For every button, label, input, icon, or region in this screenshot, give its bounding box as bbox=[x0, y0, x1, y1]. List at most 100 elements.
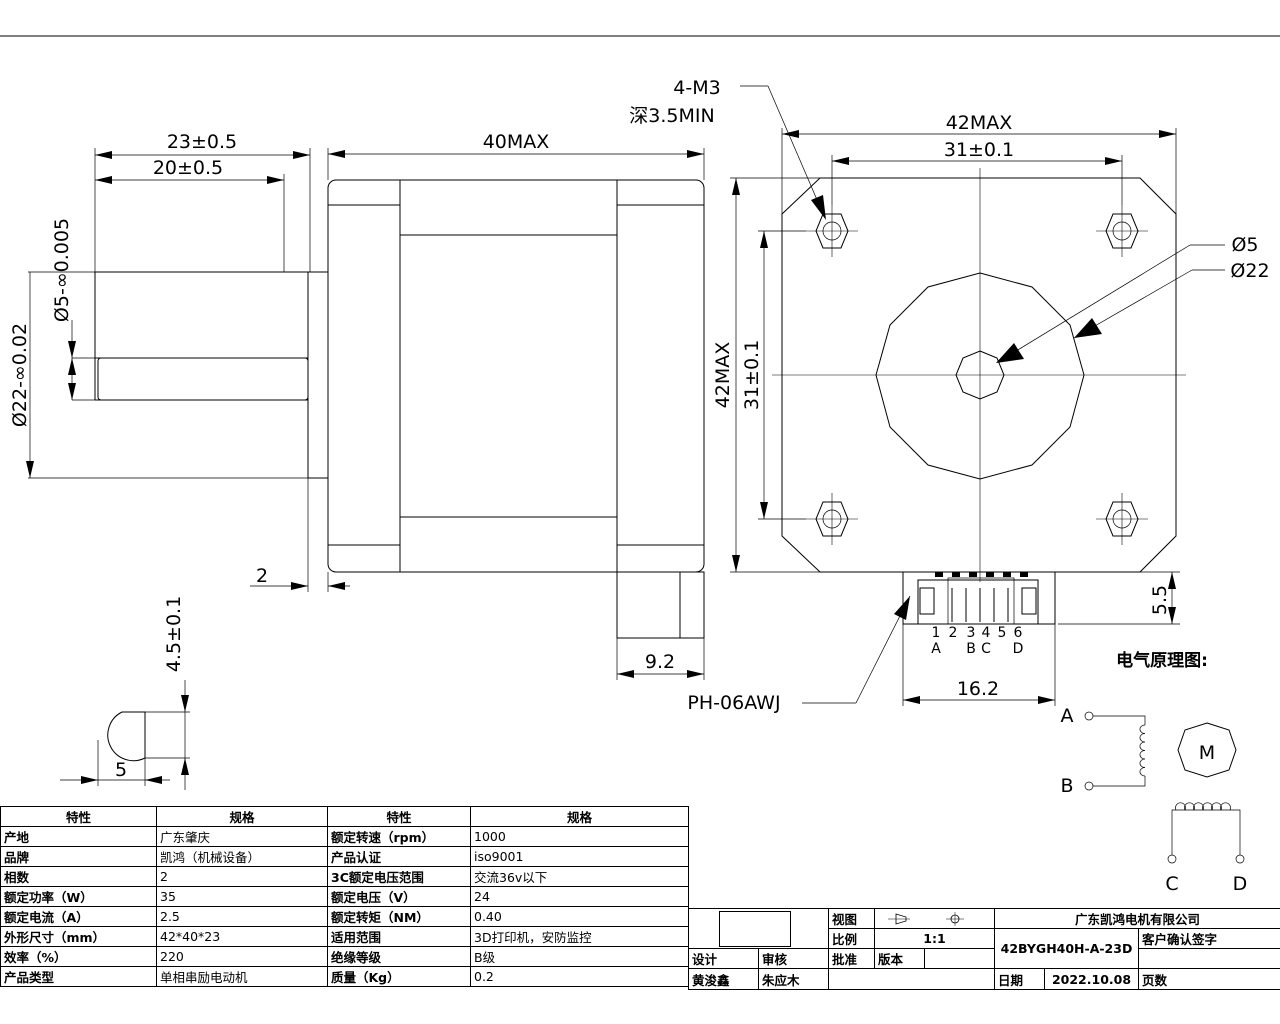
scale-label: 比例 bbox=[829, 929, 875, 949]
title-block: 视图 广东凯鸿电机有限公司 比例 1:1 42BYGH40H-A-23D 客户确… bbox=[688, 908, 1280, 990]
spec-key: 质量（Kg） bbox=[327, 966, 471, 987]
spec-key: 外形尺寸（mm） bbox=[0, 926, 157, 947]
dim-boss-height: 2 bbox=[256, 565, 268, 587]
spec-key: 额定转速（rpm） bbox=[327, 826, 471, 847]
model-number: 42BYGH40H-A-23D bbox=[995, 929, 1139, 969]
spec-header-feature-2: 特性 bbox=[327, 806, 471, 827]
spec-value: 42*40*23 bbox=[156, 926, 328, 947]
dim-boss-diameter: Ø22-∞0.02 bbox=[9, 323, 31, 427]
version-label: 版本 bbox=[875, 949, 925, 969]
table-row: 效率（%） 220 绝缘等级 B级 bbox=[0, 946, 689, 967]
dim-connector-height: 5.5 bbox=[1149, 585, 1171, 615]
pin-6: 6 bbox=[1014, 625, 1023, 641]
pin-5: 5 bbox=[998, 625, 1007, 641]
dim-flat-width: 5 bbox=[115, 759, 127, 781]
reviewer-name: 朱应木 bbox=[759, 969, 829, 989]
pin-letter-c: C bbox=[981, 641, 991, 657]
pin-1: 1 bbox=[932, 625, 941, 641]
dim-hole-pitch-horizontal: 31±0.1 bbox=[944, 139, 1014, 161]
spec-value: 交流36v以下 bbox=[470, 866, 689, 887]
note-screws: 4-M3 bbox=[673, 77, 720, 99]
spec-key: 额定功率（W） bbox=[0, 886, 157, 907]
spec-key: 3C额定电压范围 bbox=[327, 866, 471, 887]
spec-value: B级 bbox=[470, 946, 689, 967]
table-row: 产地 广东肇庆 额定转速（rpm） 1000 bbox=[0, 826, 689, 847]
spec-key: 适用范围 bbox=[327, 926, 471, 947]
note-hub-diameter: Ø22 bbox=[1230, 260, 1269, 282]
spec-header-spec-1: 规格 bbox=[156, 806, 328, 827]
pin-letter-b: B bbox=[966, 641, 976, 657]
dim-hole-pitch-vertical: 31±0.1 bbox=[741, 340, 763, 410]
shaft-section: 4.5±0.1 5 bbox=[60, 596, 190, 790]
front-view: 1 2 3 4 5 6 A B C D 42MAX 31±0.1 42MAX bbox=[629, 77, 1269, 714]
date-value: 2022.10.08 bbox=[1045, 969, 1139, 989]
approver-name bbox=[829, 969, 995, 989]
view-label: 视图 bbox=[829, 909, 875, 929]
spec-header-spec-2: 规格 bbox=[470, 806, 689, 827]
dim-shaft-length: 23±0.5 bbox=[167, 131, 237, 153]
note-screw-depth: 深3.5MIN bbox=[629, 105, 714, 127]
pin-2: 2 bbox=[949, 625, 958, 641]
spec-value: 0.40 bbox=[470, 906, 689, 927]
approve-label: 批准 bbox=[829, 949, 875, 969]
date-label: 日期 bbox=[995, 969, 1045, 989]
dim-connector-offset: 9.2 bbox=[645, 651, 675, 673]
spec-value: 1000 bbox=[470, 826, 689, 847]
spec-table-header: 特性 规格 特性 规格 bbox=[0, 806, 689, 827]
spec-key: 额定转矩（NM） bbox=[327, 906, 471, 927]
spec-value: 2.5 bbox=[156, 906, 328, 927]
pin-numbers: 1 2 3 4 5 6 A B C D bbox=[931, 625, 1023, 657]
spec-key: 效率（%） bbox=[0, 946, 157, 967]
pin-letter-d: D bbox=[1013, 641, 1024, 657]
spec-key: 产品类型 bbox=[0, 966, 157, 987]
customer-sign-label: 客户确认签字 bbox=[1139, 929, 1280, 949]
dim-connector-width: 16.2 bbox=[957, 678, 999, 700]
dim-shaft-diameter: Ø5-∞0.005 bbox=[51, 218, 73, 322]
spec-value: 凯鸿（机械设备） bbox=[156, 846, 328, 867]
motor-symbol-label: M bbox=[1199, 742, 1215, 764]
spec-value: iso9001 bbox=[470, 846, 689, 867]
terminal-c-label: C bbox=[1165, 873, 1178, 895]
spec-value: 220 bbox=[156, 946, 328, 967]
logo-box bbox=[719, 911, 791, 947]
table-row: 外形尺寸（mm） 42*40*23 适用范围 3D打印机，安防监控 bbox=[0, 926, 689, 947]
projection-symbol bbox=[875, 909, 995, 929]
schematic-title: 电气原理图: bbox=[1116, 650, 1208, 671]
company-name: 广东凯鸿电机有限公司 bbox=[995, 909, 1280, 929]
customer-sign-area bbox=[1139, 949, 1280, 969]
spec-key: 绝缘等级 bbox=[327, 946, 471, 967]
mount-holes bbox=[806, 205, 1148, 545]
table-row: 品牌 凯鸿（机械设备） 产品认证 iso9001 bbox=[0, 846, 689, 867]
spec-key: 产品认证 bbox=[327, 846, 471, 867]
note-shaft-diameter: Ø5 bbox=[1231, 234, 1258, 256]
table-row: 产品类型 单相串励电动机 质量（Kg） 0.2 bbox=[0, 966, 689, 987]
dim-flat-height: 4.5±0.1 bbox=[163, 596, 185, 672]
pin-3: 3 bbox=[967, 625, 976, 641]
spec-key: 品牌 bbox=[0, 846, 157, 867]
pin-letter-a: A bbox=[931, 641, 941, 657]
designer-name: 黄浚鑫 bbox=[689, 969, 759, 989]
table-row: 相数 2 3C额定电压范围 交流36v以下 bbox=[0, 866, 689, 887]
spec-value: 35 bbox=[156, 886, 328, 907]
spec-value: 单相串励电动机 bbox=[156, 966, 328, 987]
review-label: 审核 bbox=[759, 949, 829, 969]
projection-symbol-icon bbox=[887, 911, 964, 926]
dim-flat-length: 20±0.5 bbox=[153, 157, 223, 179]
table-row: 额定功率（W） 35 额定电压（V） 24 bbox=[0, 886, 689, 907]
spec-value: 广东肇庆 bbox=[156, 826, 328, 847]
terminal-b-label: B bbox=[1060, 775, 1073, 797]
spec-header-feature-1: 特性 bbox=[0, 806, 157, 827]
pin-4: 4 bbox=[982, 625, 991, 641]
spec-key: 额定电压（V） bbox=[327, 886, 471, 907]
dim-body-length: 40MAX bbox=[483, 131, 550, 153]
pages-label: 页数 bbox=[1139, 969, 1280, 989]
terminal-a-label: A bbox=[1061, 705, 1074, 727]
spec-value: 0.2 bbox=[470, 966, 689, 987]
terminal-d-label: D bbox=[1233, 873, 1248, 895]
side-view: 23±0.5 20±0.5 40MAX Ø5-∞0.005 Ø22-∞0.02 bbox=[9, 131, 705, 680]
version-value bbox=[925, 949, 995, 969]
design-label: 设计 bbox=[689, 949, 759, 969]
spec-table: 特性 规格 特性 规格 产地 广东肇庆 额定转速（rpm） 1000 品牌 凯鸿… bbox=[0, 806, 689, 987]
dim-height-max: 42MAX bbox=[712, 342, 734, 409]
